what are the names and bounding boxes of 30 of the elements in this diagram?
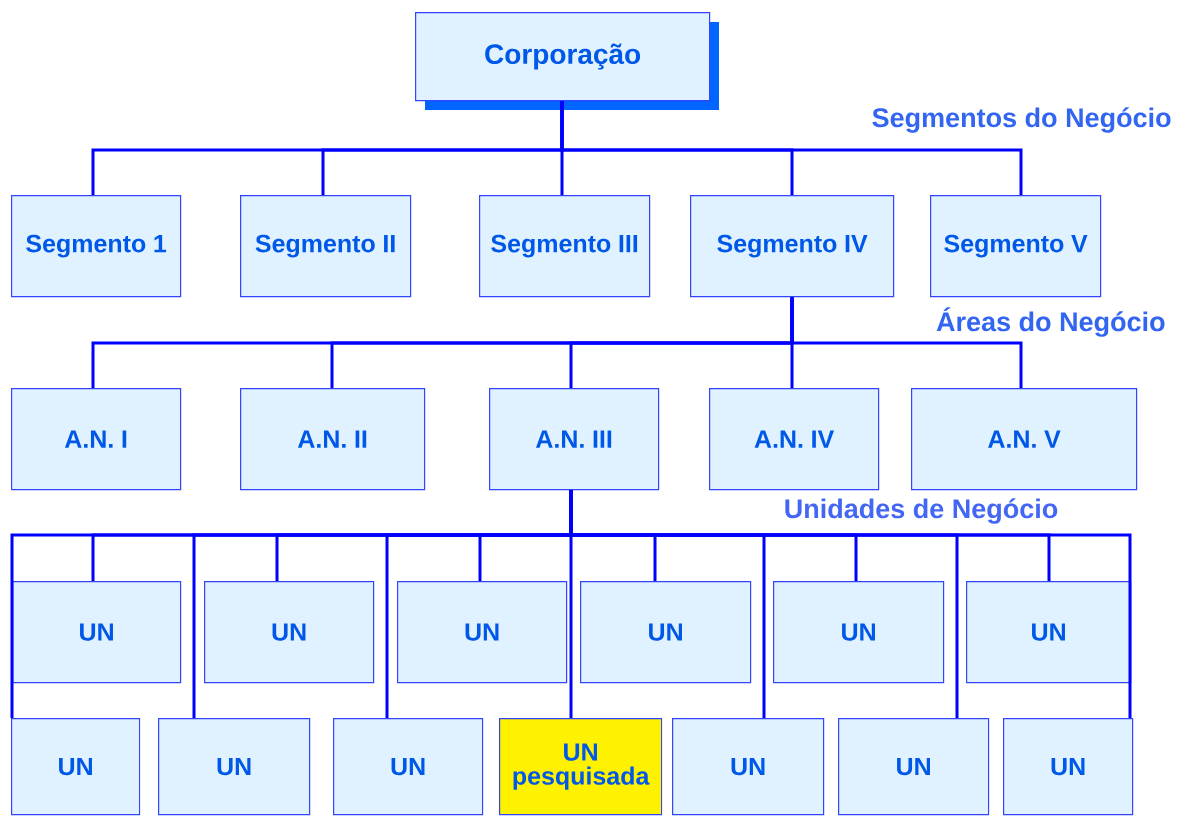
org-box: UN xyxy=(966,581,1132,684)
org-box: Segmento IV xyxy=(690,195,895,298)
connector-line xyxy=(790,297,1023,388)
org-box: A.N. V xyxy=(911,388,1138,491)
org-box: UN xyxy=(773,581,945,684)
org-box: Segmento 1 xyxy=(11,195,182,298)
section-label: Áreas do Negócio xyxy=(936,307,1165,337)
org-box: UN xyxy=(11,718,141,816)
section-label: Unidades de Negócio xyxy=(785,498,1058,524)
org-box: Segmento II xyxy=(240,195,412,298)
org-box: UN xyxy=(397,581,568,684)
org-box: UN xyxy=(12,581,182,684)
org-box: A.N. IV xyxy=(709,388,880,491)
connector-line xyxy=(569,490,1132,718)
corporation-box: Corporação xyxy=(415,12,711,102)
org-box: A.N. III xyxy=(489,388,660,491)
connector-line xyxy=(560,101,1023,195)
org-box: UN pesquisada xyxy=(499,718,663,816)
org-box: Segmento III xyxy=(479,195,651,298)
org-box: UN xyxy=(333,718,484,816)
org-box: UN xyxy=(838,718,990,816)
org-box: UN xyxy=(672,718,825,816)
org-box: UN xyxy=(580,581,752,684)
org-box: UN xyxy=(158,718,311,816)
org-box: Segmento V xyxy=(930,195,1102,298)
org-box: UN xyxy=(1003,718,1134,816)
org-box: A.N. II xyxy=(240,388,426,491)
org-box: A.N. I xyxy=(11,388,182,491)
org-box: UN xyxy=(204,581,375,684)
section-label: Segmentos do Negócio xyxy=(872,107,1171,133)
